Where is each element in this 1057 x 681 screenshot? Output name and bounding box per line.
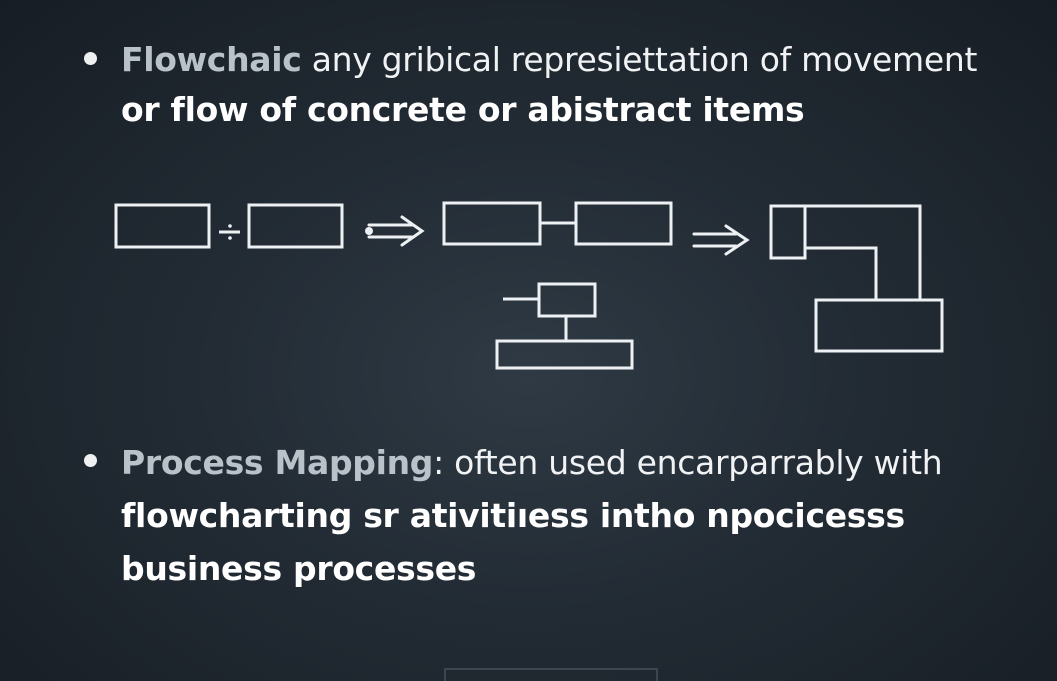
bullet-flowchart-text: Flowchaic any gribical represiettation o…	[121, 35, 977, 135]
bullet-dot	[84, 454, 97, 467]
bottom-edge-bar	[444, 668, 658, 681]
definition-line-2: or flow of concrete or abistract items	[121, 90, 805, 129]
term-flowchart: Flowchaic	[121, 40, 302, 79]
process-box	[247, 203, 344, 249]
process-box	[537, 282, 597, 318]
bullet-dot	[84, 52, 97, 65]
description-line-2: flowcharting sr ativitiıess intho npocic…	[121, 496, 905, 535]
bullet-process-mapping-text: Process Mapping: often used encarparrabl…	[121, 436, 943, 595]
process-box	[442, 201, 542, 246]
connector-dot	[228, 236, 232, 240]
process-box	[114, 203, 211, 249]
process-box	[769, 204, 807, 260]
description-line-3: business processes	[121, 549, 477, 588]
right-arrow-icon	[365, 215, 425, 247]
process-box	[495, 339, 634, 370]
connector-dot	[228, 224, 232, 228]
term-process-mapping: Process Mapping	[121, 443, 434, 482]
right-arrow-icon	[692, 224, 750, 256]
process-box	[814, 298, 944, 353]
description-line-1: : often used encarparrably with	[433, 443, 943, 482]
definition-line-1: any gribical represiettation of movement	[301, 40, 978, 79]
process-box	[574, 201, 673, 246]
connector-bracket	[805, 204, 922, 302]
